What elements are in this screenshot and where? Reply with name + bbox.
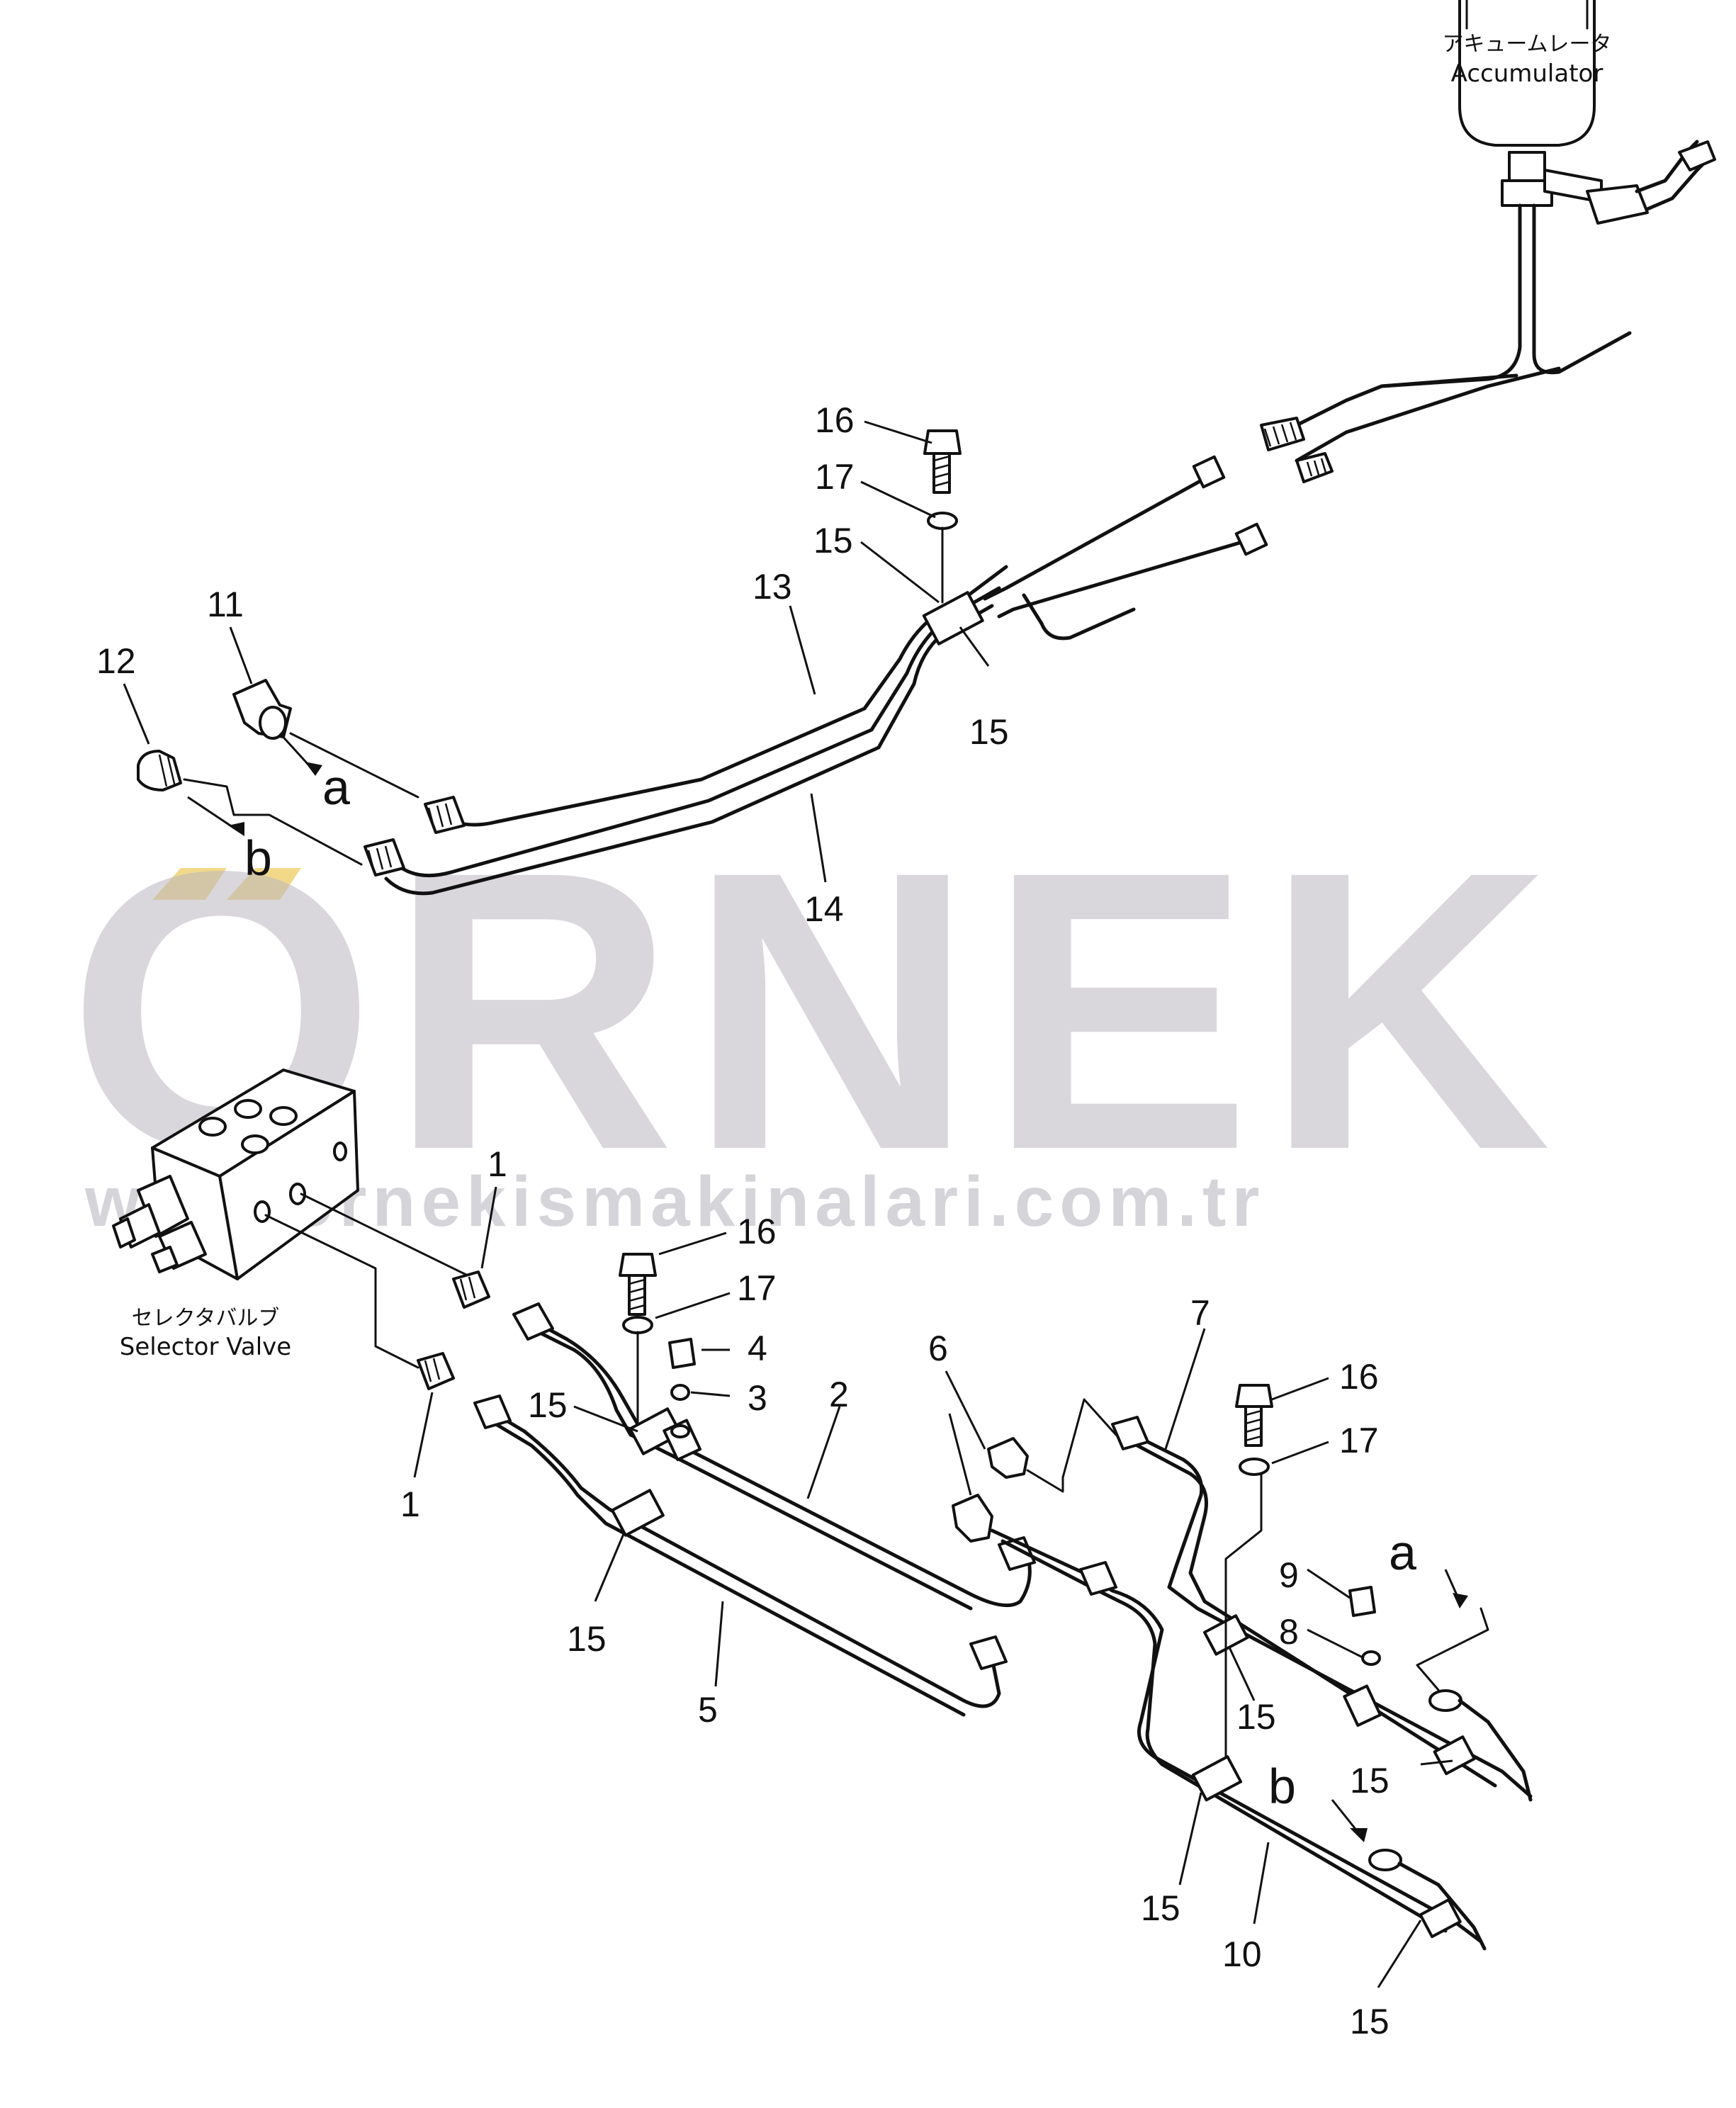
connection-arrows-lower <box>1331 1569 1468 1842</box>
connection-letter-a: a <box>1389 1525 1416 1580</box>
fitting-12-cap <box>137 750 363 866</box>
callout-15: 15 <box>528 1385 568 1425</box>
callout-13: 13 <box>753 567 792 607</box>
fitting-11-elbow <box>232 679 419 799</box>
connection-letter-b: b <box>244 830 272 886</box>
callout-2: 2 <box>829 1375 849 1414</box>
connection-letter-b: b <box>1268 1759 1296 1814</box>
callout-16: 16 <box>737 1212 777 1251</box>
callout-10: 10 <box>1222 1934 1262 1974</box>
callout-17: 17 <box>737 1268 777 1308</box>
callout-8: 8 <box>1279 1612 1299 1652</box>
right-pipe-assembly <box>952 1384 1533 1951</box>
leader-lines <box>123 420 1453 1988</box>
callout-1: 1 <box>487 1144 507 1184</box>
watermark-accent-left <box>152 868 227 900</box>
callout-15: 15 <box>1350 1761 1390 1800</box>
callout-12: 12 <box>96 641 136 681</box>
accumulator-label-jp: アキュームレータ <box>1442 32 1611 57</box>
accumulator: アキュームレータ Accumulator <box>1380 0 1716 388</box>
callout-15: 15 <box>1141 1888 1180 1928</box>
selector-valve-label-en: Selector Valve <box>120 1333 291 1361</box>
callout-7: 7 <box>1190 1293 1210 1333</box>
callout-17: 17 <box>815 457 855 497</box>
accumulator-label-en: Accumulator <box>1451 60 1603 88</box>
callout-15: 15 <box>969 712 1009 752</box>
connection-letters: a b a b <box>244 760 1416 1814</box>
upper-pipe-assembly <box>363 366 1561 896</box>
selector-valve: セレクタバルブ Selector Valve <box>112 1069 469 1369</box>
callout-3: 3 <box>748 1378 767 1418</box>
callout-9: 9 <box>1279 1555 1299 1595</box>
callout-6: 6 <box>928 1329 948 1368</box>
callout-17: 17 <box>1339 1421 1379 1460</box>
callout-15: 15 <box>567 1619 607 1659</box>
watermark-accent-right <box>227 868 301 900</box>
fitting-1-adaptors <box>417 1270 490 1390</box>
connection-letter-a: a <box>322 760 350 815</box>
callout-15: 15 <box>1236 1697 1276 1737</box>
selector-valve-label-jp: セレクタバルブ <box>132 1306 280 1331</box>
callout-4: 4 <box>748 1329 767 1368</box>
callout-15: 15 <box>1350 2002 1390 2041</box>
connection-arrows-upper <box>187 732 322 836</box>
callout-1: 1 <box>400 1484 420 1524</box>
callouts: 16 17 15 15 13 14 11 12 1 1 16 17 4 3 2 … <box>96 400 1390 2041</box>
callout-16: 16 <box>1339 1357 1379 1397</box>
callout-16: 16 <box>815 400 855 440</box>
callout-5: 5 <box>698 1690 718 1730</box>
callout-14: 14 <box>804 889 844 929</box>
callout-15: 15 <box>813 521 853 560</box>
callout-11: 11 <box>207 585 244 624</box>
middle-pipe-assembly <box>473 1253 1036 1717</box>
